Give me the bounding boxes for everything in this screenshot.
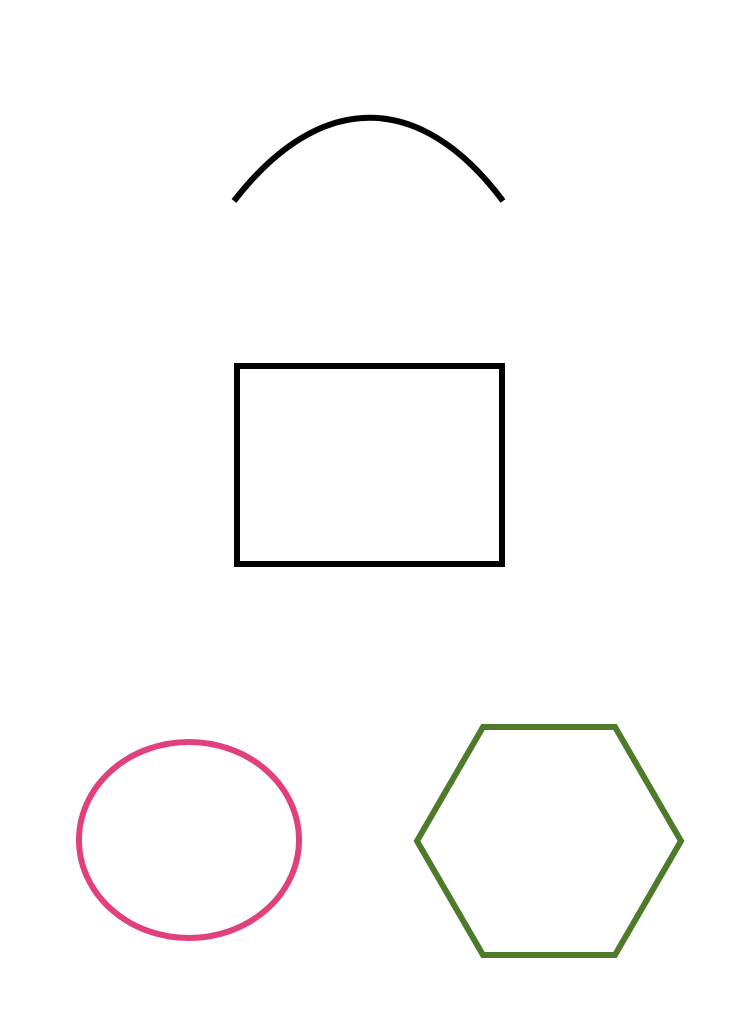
- ellipse-shape: [76, 739, 302, 941]
- arc-shape: [231, 114, 506, 203]
- rectangle-shape: [234, 363, 505, 567]
- hexagon-shape: [413, 724, 685, 958]
